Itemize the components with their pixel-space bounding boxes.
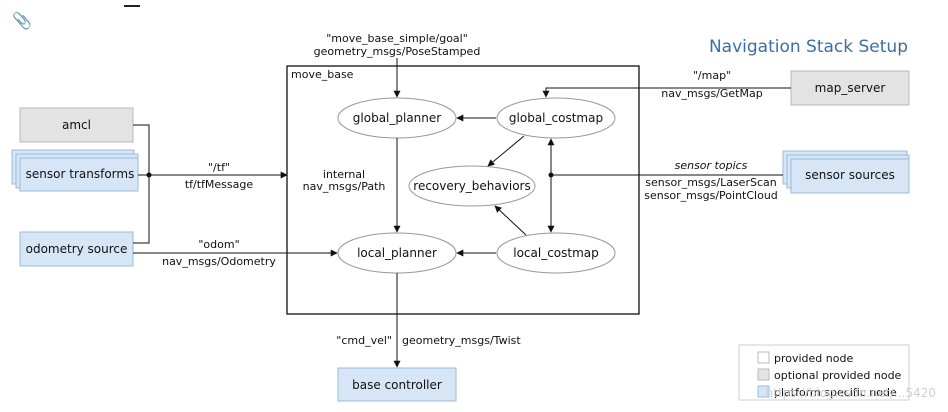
recovery-behaviors-label: recovery_behaviors [413, 179, 530, 193]
internal-label: internal [323, 168, 365, 181]
legend-optional-swatch [757, 368, 770, 381]
base-controller-label: base controller [352, 378, 442, 392]
global-costmap-to-recovery-arrow [487, 135, 525, 167]
cloud-type-label: sensor_msgs/PointCloud [644, 189, 778, 202]
map-arrow [542, 87, 791, 98]
sensor-transforms-node[interactable]: sensor transforms [11, 149, 139, 192]
paperclip-icon: 📎 [12, 11, 32, 30]
sensor-junction-dot [548, 172, 554, 178]
odom-topic-label: "odom" [198, 238, 239, 251]
local-planner-node[interactable]: local_planner [337, 232, 457, 274]
goal-topic-label: "move_base_simple/goal" [326, 32, 468, 45]
amcl-node[interactable]: amcl [19, 107, 134, 143]
sensor-transforms-label: sensor transforms [26, 167, 135, 181]
amcl-label: amcl [62, 118, 91, 132]
move-base-label: move_base [291, 68, 354, 81]
laser-type-label: sensor_msgs/LaserScan [645, 176, 776, 189]
recovery-behaviors-node[interactable]: recovery_behaviors [408, 165, 536, 207]
legend-platform-label: platform specific node [774, 386, 897, 399]
tf-topic-label: "/tf" [208, 161, 230, 174]
map-topic-label: "/map" [693, 69, 731, 82]
legend-provided-swatch [757, 351, 770, 364]
global-planner-node[interactable]: global_planner [337, 97, 457, 139]
odom-type-label: nav_msgs/Odometry [162, 255, 276, 268]
base-controller-node[interactable]: base controller [337, 367, 457, 402]
watermark: https://blog.csdn.net/...5420 [766, 386, 936, 400]
odometry-source-label: odometry source [26, 242, 128, 256]
legend-platform-swatch [757, 385, 770, 398]
global-costmap-label: global_costmap [509, 111, 603, 125]
cmd-vel-topic-label: "cmd_vel" [336, 334, 392, 347]
map-server-node[interactable]: map_server [790, 70, 910, 106]
odometry-source-node[interactable]: odometry source [19, 231, 134, 267]
sensor-topics-label: sensor topics [675, 159, 748, 172]
map-server-label: map_server [815, 81, 886, 95]
local-costmap-label: local_costmap [513, 246, 599, 260]
local-planner-label: local_planner [357, 246, 437, 260]
global-planner-label: global_planner [353, 111, 441, 125]
legend-optional-label: optional provided node [774, 369, 902, 382]
tf-type-label: tf/tfMessage [185, 178, 254, 191]
move-base-container [286, 65, 640, 315]
goal-type-label: geometry_msgs/PoseStamped [314, 45, 481, 58]
local-costmap-node[interactable]: local_costmap [496, 232, 616, 274]
sensor-sources-label: sensor sources [805, 168, 895, 182]
local-costmap-to-recovery-arrow [494, 205, 527, 236]
tf-bus-line [133, 124, 150, 244]
path-type-label: nav_msgs/Path [303, 180, 386, 193]
legend: provided node optional provided node pla… [738, 344, 910, 401]
map-type-label: nav_msgs/GetMap [661, 87, 762, 100]
diagram-title: Navigation Stack Setup [709, 37, 908, 57]
tf-junction-dot [146, 172, 152, 178]
global-costmap-node[interactable]: global_costmap [496, 97, 616, 139]
legend-provided-label: provided node [774, 352, 853, 365]
twist-type-label: geometry_msgs/Twist [402, 334, 521, 347]
sensor-sources-node[interactable]: sensor sources [782, 150, 910, 194]
